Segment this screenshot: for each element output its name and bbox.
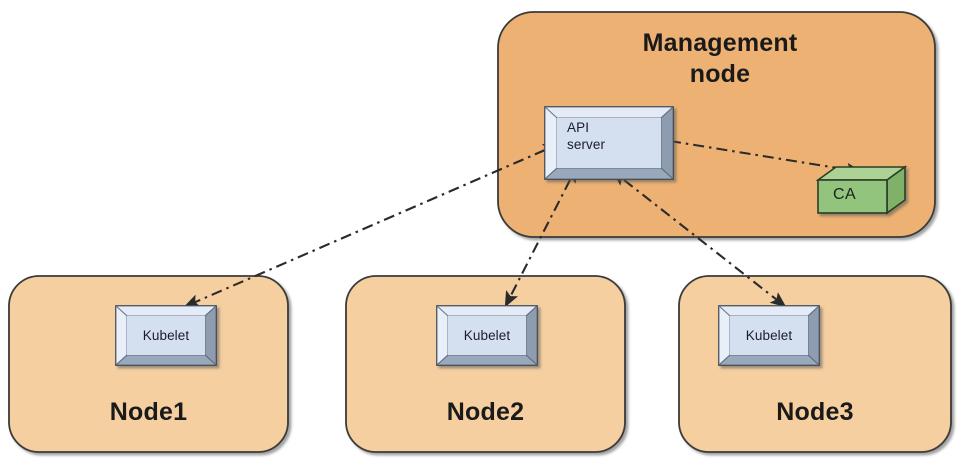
connector-api-to-node3 [611, 170, 787, 308]
kubelet-box-node1[interactable] [114, 304, 218, 367]
ca-cuboid[interactable] [815, 165, 908, 215]
kubelet1-bevel-bottom [114, 354, 218, 366]
node-title-node2: Node2 [446, 398, 525, 426]
kubelet-label-node1: Kubelet [142, 328, 190, 343]
kubelet1-bevel-top [114, 305, 218, 317]
kubelet2-face [448, 316, 526, 355]
api-server-label-line1: API [567, 120, 590, 135]
node-title-node3: Node3 [776, 398, 854, 426]
api-server-bevel-right [660, 105, 674, 181]
connector-api-to-node2 [504, 166, 577, 308]
kubelet2-bevel-bottom [435, 354, 539, 366]
kubelet3-face [730, 316, 808, 355]
api-server-box[interactable] [543, 105, 675, 181]
management-node-title: Management node [560, 28, 880, 89]
api-server-label-line2: server [567, 136, 606, 152]
api-server-bevel-left [544, 105, 558, 181]
management-node-title-line2: node [689, 59, 751, 88]
api-server-bevel-top [543, 106, 675, 119]
connector-lines [183, 134, 863, 308]
ca-front-face [817, 179, 888, 214]
node-title-node1: Node1 [109, 398, 188, 426]
api-server-bevel-bottom [543, 167, 675, 180]
connector-api-to-ca [654, 134, 863, 177]
api-server-label: API server [567, 120, 605, 154]
kubelet-label-node3: Kubelet [745, 328, 793, 343]
kubelet-box-node3[interactable] [717, 304, 821, 367]
connector-api-to-node1 [183, 143, 560, 308]
ca-label: CA [833, 186, 857, 203]
kubelet3-bevel-top [717, 305, 821, 317]
kubelet-box-node2[interactable] [435, 304, 539, 367]
kubelet-label-node2: Kubelet [463, 328, 511, 343]
management-node-title-line1: Management [642, 29, 798, 57]
api-server-face [557, 118, 661, 168]
kubelet1-face [127, 316, 205, 355]
kubelet3-bevel-bottom [717, 354, 821, 366]
kubelet2-bevel-top [435, 305, 539, 317]
